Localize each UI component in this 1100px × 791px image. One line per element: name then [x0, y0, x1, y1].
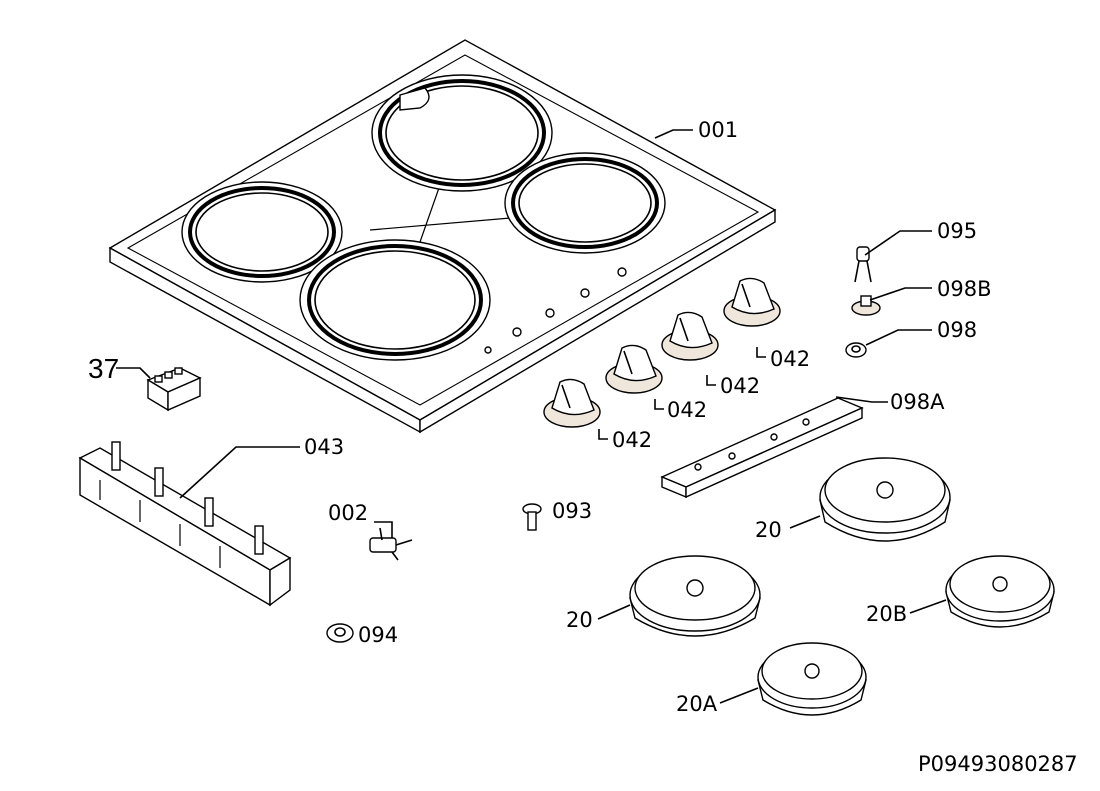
label-043: 043 — [304, 435, 344, 459]
hotplate-small-front — [757, 642, 867, 716]
label-098: 098 — [937, 318, 977, 342]
label-098B: 098B — [937, 277, 992, 301]
hotplate-medium — [629, 555, 761, 637]
label-001: 001 — [698, 118, 738, 142]
label-042-1: 042 — [770, 347, 810, 371]
label-095: 095 — [937, 219, 977, 243]
label-20B: 20B — [866, 602, 907, 626]
label-20-medium: 20 — [566, 608, 593, 632]
label-042-2: 042 — [720, 374, 760, 398]
hotplate-well-rear — [371, 74, 553, 192]
nut — [845, 342, 867, 358]
screw — [522, 503, 542, 531]
label-042-4: 042 — [612, 428, 652, 452]
label-098A: 098A — [890, 390, 945, 414]
hotplate-well-front — [299, 239, 491, 361]
terminal-block — [146, 367, 202, 412]
switch-block — [78, 441, 292, 607]
thermal-switch — [369, 527, 413, 561]
label-093: 093 — [552, 499, 592, 523]
label-094: 094 — [358, 623, 398, 647]
hotplate-small-right — [945, 555, 1055, 628]
control-knob — [605, 344, 663, 394]
control-knob — [723, 277, 781, 327]
label-20-large: 20 — [755, 518, 782, 542]
leader-lines — [116, 129, 947, 704]
control-knob — [543, 378, 601, 428]
hotplate-well-left — [181, 181, 343, 283]
label-002: 002 — [328, 501, 368, 525]
hob-frame — [108, 39, 777, 434]
label-20A: 20A — [676, 692, 718, 716]
grommet — [326, 623, 354, 643]
label-37: 37 — [88, 353, 119, 384]
control-knob — [661, 311, 719, 361]
lamp-holder — [851, 295, 881, 316]
indicator-lamp — [854, 246, 872, 283]
hotplate-well-right — [504, 152, 666, 254]
mounting-bracket — [660, 397, 864, 499]
hotplate-large — [819, 457, 951, 542]
drawing-code: P09493080287 — [918, 752, 1078, 776]
label-042-3: 042 — [667, 398, 707, 422]
